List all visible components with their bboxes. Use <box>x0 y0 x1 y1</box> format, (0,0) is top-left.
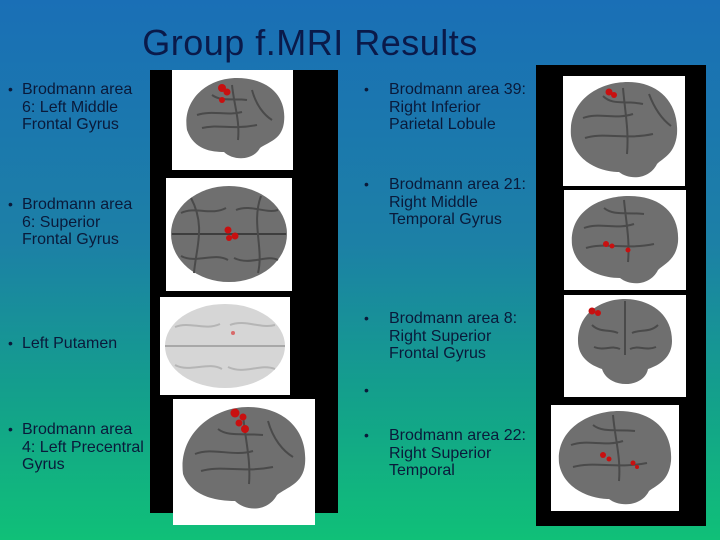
bullet-text: Brodmann area 21: Right Middle Temporal … <box>389 176 526 228</box>
brain-image-axial-superior <box>166 178 292 291</box>
brain-lateral-left-icon <box>186 78 285 159</box>
bullet-text: Left Putamen <box>22 335 118 352</box>
bullet-ba4-left-precentral: • Brodmann area 4: Left Precentral Gyrus <box>8 421 148 474</box>
bullet-marker: • <box>364 310 369 326</box>
brain-image-axial-putamen <box>160 297 290 395</box>
bullet-ba6-superior-frontal: • Brodmann area 6: Superior Frontal Gyru… <box>8 196 148 249</box>
bullet-ba6-left-middle-frontal: • Brodmann area 6: Left Middle Frontal G… <box>8 81 148 134</box>
bullet-text: Brodmann area 6: Superior Frontal Gyrus <box>22 196 133 248</box>
brain-image-left-precentral <box>173 399 315 525</box>
bullet-text: Brodmann area 4: Left Precentral Gyrus <box>22 421 144 473</box>
brain-lateral-right-parietal-icon <box>570 82 678 178</box>
bullet-marker: • <box>8 196 13 212</box>
brain-frontal-icon <box>578 299 672 384</box>
bullet-ba22-right-superior-temporal: • Brodmann area 22: Right Superior Tempo… <box>364 427 534 480</box>
bullet-marker: • <box>8 421 13 437</box>
bullet-marker: • <box>364 382 369 398</box>
slide-title: Group f.MRI Results <box>142 22 478 63</box>
bullet-ba39-right-inferior-parietal: • Brodmann area 39: Right Inferior Parie… <box>364 81 534 134</box>
brain-image-right-parietal <box>563 76 685 186</box>
brain-image-left-lateral <box>172 70 293 170</box>
brain-image-frontal-view <box>564 295 686 397</box>
brain-lateral-precentral-icon <box>182 407 306 509</box>
bullet-left-putamen: • Left Putamen <box>8 335 148 353</box>
bullet-marker: • <box>8 81 13 97</box>
bullet-text: Brodmann area 22: Right Superior Tempora… <box>389 427 526 479</box>
bullet-marker: • <box>364 81 369 97</box>
bullet-text: Brodmann area 39: Right Inferior Parieta… <box>389 81 526 133</box>
bullet-text: Brodmann area 8: Right Superior Frontal … <box>389 310 518 362</box>
bullet-text: Brodmann area 6: Left Middle Frontal Gyr… <box>22 81 133 133</box>
bullet-ba8-right-superior-frontal: • Brodmann area 8: Right Superior Fronta… <box>364 310 534 363</box>
brain-image-right-temporal <box>564 190 686 290</box>
brain-image-right-superior-temporal <box>551 405 679 511</box>
brain-axial-translucent-icon <box>165 304 285 388</box>
brain-axial-icon <box>171 186 287 282</box>
bullet-marker: • <box>364 176 369 192</box>
brain-lateral-right-temporal-icon <box>571 196 679 284</box>
bullet-marker: • <box>364 427 369 443</box>
bullet-ba21-right-middle-temporal: • Brodmann area 21: Right Middle Tempora… <box>364 176 534 229</box>
brain-lateral-right-superior-temporal-icon <box>558 411 672 505</box>
bullet-marker: • <box>8 335 13 351</box>
